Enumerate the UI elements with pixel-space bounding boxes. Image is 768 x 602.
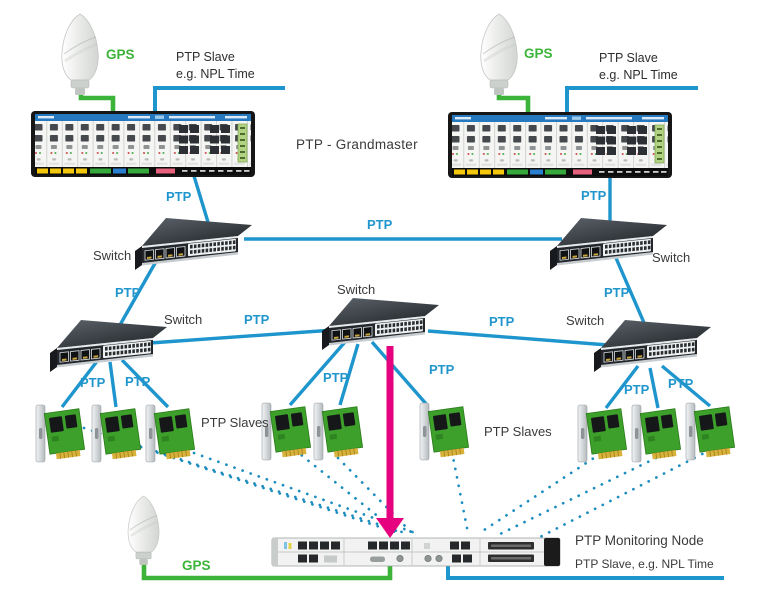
ptp-slaves-label-left: PTP Slaves [201, 415, 269, 430]
ptp-slave-card [91, 404, 142, 463]
ptp-slaves-label-right: PTP Slaves [484, 424, 552, 439]
switch-top-left [134, 217, 253, 271]
ptp-link-label: PTP [604, 285, 630, 300]
ptp-link-label: PTP [668, 376, 694, 391]
ptp-link-label: PTP [244, 312, 270, 327]
grandmaster-rack-left [30, 110, 256, 178]
gps-label-bottom: GPS [182, 558, 211, 573]
monitoring-arrow [376, 346, 404, 538]
ptp-link-label: PTP [624, 382, 650, 397]
gps-antenna-top-right [479, 12, 519, 97]
ptp-link-label: PTP [80, 375, 106, 390]
switch-label: Switch [652, 250, 691, 265]
ptp-slave-card [261, 402, 312, 461]
switch-label: Switch [337, 282, 376, 297]
ptp-slave-note-left: PTP Slave e.g. NPL Time [176, 49, 255, 82]
ptp-slave-card [313, 402, 364, 461]
switch-label: Switch [93, 248, 132, 263]
ptp-link-label: PTP [429, 362, 455, 377]
ptp-slave-card [685, 402, 736, 461]
ptp-slave-note-line1: PTP Slave [176, 50, 235, 64]
ptp-link-label: PTP [125, 374, 151, 389]
switch-label: Switch [566, 313, 605, 328]
ptp-link-lines [60, 175, 712, 410]
ptp-link-label: PTP [166, 189, 192, 204]
gps-label-top-right: GPS [524, 46, 553, 61]
ptp-slave-card [631, 404, 682, 463]
ptp-slave-card [419, 402, 470, 461]
switch-mid-right [593, 319, 712, 373]
monitoring-node-label: PTP Monitoring Node [575, 533, 704, 548]
ptp-slave-note-right: PTP Slave e.g. NPL Time [599, 50, 678, 83]
ptp-link-label: PTP [581, 188, 607, 203]
ptp-slave-card [577, 404, 628, 463]
ptp-link-label: PTP [323, 370, 349, 385]
monitoring-node-rack [271, 537, 561, 567]
ptp-slave-note-line2: e.g. NPL Time [176, 66, 255, 81]
grandmaster-title: PTP - Grandmaster [296, 137, 418, 152]
ptp-link-label: PTP [115, 285, 141, 300]
switch-label: Switch [164, 312, 203, 327]
ptp-slave-note-line2: e.g. NPL Time [599, 67, 678, 82]
ptp-slave-note-line1: PTP Slave [599, 51, 658, 65]
switch-mid-center [321, 297, 440, 351]
switch-top-right [549, 217, 668, 271]
ptp-slave-card [35, 404, 86, 463]
ptp-link-label: PTP [489, 314, 515, 329]
gps-antenna-top-left [60, 12, 100, 97]
ptp-slave-card [145, 404, 196, 463]
gps-label-top-left: GPS [106, 47, 135, 62]
gps-antenna-bottom [126, 494, 161, 567]
monitoring-slave-label: PTP Slave, e.g. NPL Time [575, 557, 714, 571]
grandmaster-rack-right [447, 111, 673, 179]
switch-mid-left [49, 319, 168, 373]
ptp-link-label: PTP [367, 217, 393, 232]
ptp-slave-tap-lines [153, 86, 724, 580]
